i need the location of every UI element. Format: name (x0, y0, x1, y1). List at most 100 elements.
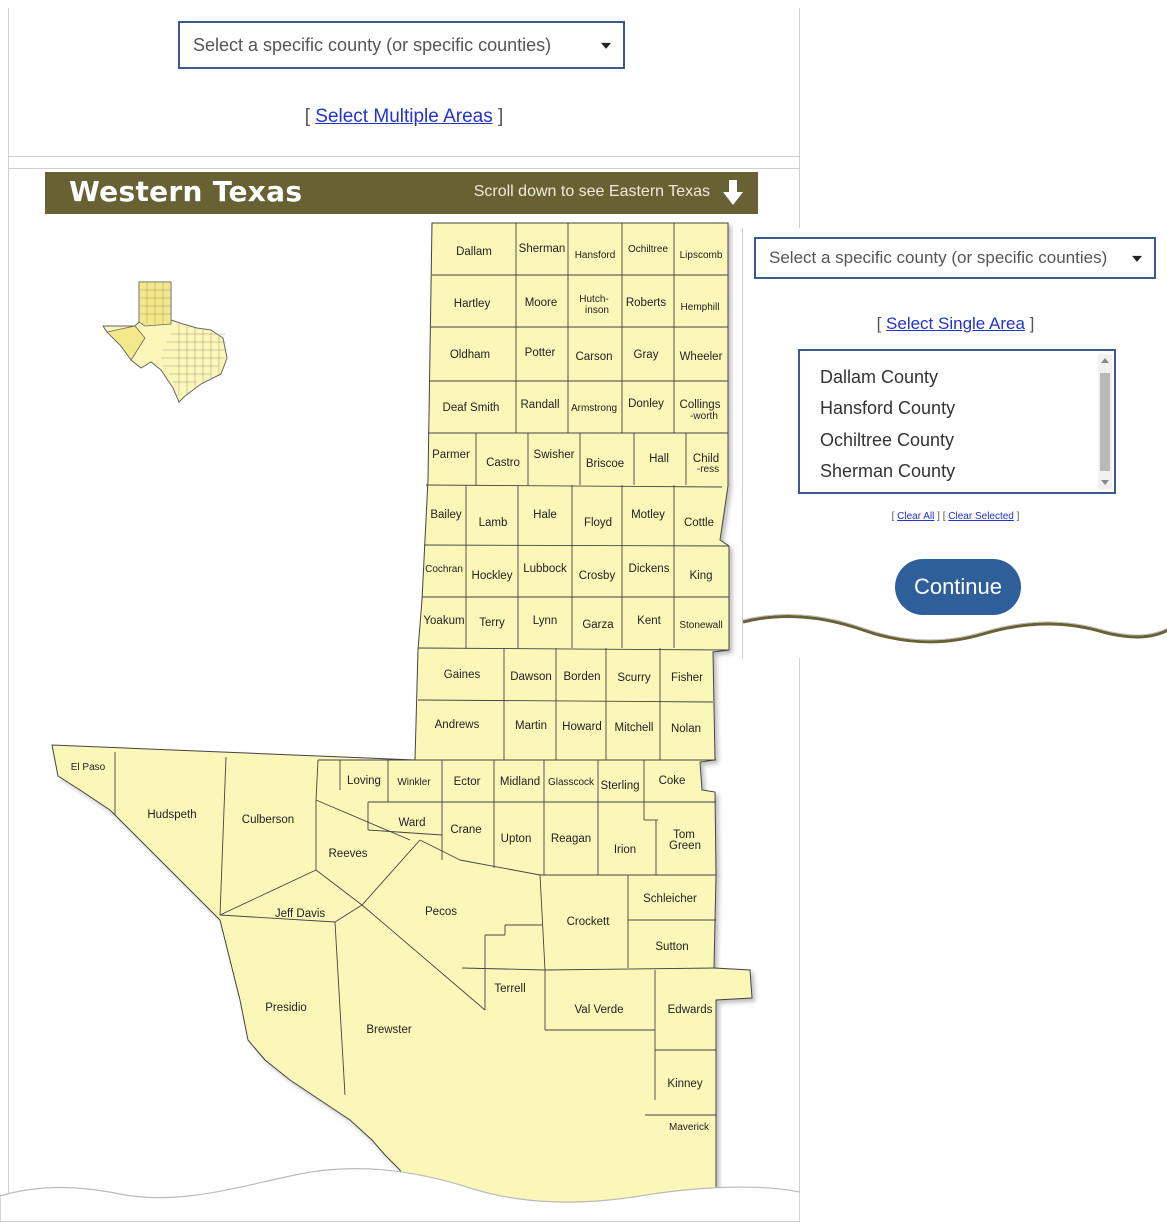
county-label[interactable]: Moore (525, 297, 558, 309)
county-label[interactable]: Motley (631, 509, 665, 521)
select-multiple-areas-link[interactable]: Select Multiple Areas (315, 106, 493, 127)
county-label[interactable]: Castro (486, 457, 520, 469)
county-label[interactable]: Howard (562, 721, 602, 733)
county-label[interactable]: Pecos (425, 906, 457, 918)
county-label[interactable]: Bailey (430, 509, 462, 521)
county-label[interactable]: Gray (634, 349, 659, 361)
county-label[interactable]: Martin (515, 720, 547, 732)
list-item[interactable]: Dallam County (820, 367, 939, 387)
county-label[interactable]: Borden (563, 671, 600, 683)
county-label[interactable]: Glasscock (548, 777, 595, 788)
county-label[interactable]: Fisher (671, 672, 703, 684)
county-label[interactable]: Culberson (242, 814, 294, 826)
county-label[interactable]: Hemphill (681, 302, 720, 313)
county-label[interactable]: Floyd (584, 517, 612, 529)
county-select[interactable]: Select a specific county (or specific co… (178, 21, 625, 69)
county-label[interactable]: Sutton (655, 941, 688, 953)
county-label[interactable]: Terrell (494, 983, 525, 995)
county-label[interactable]: Loving (347, 775, 381, 787)
county-label[interactable]: Parmer (432, 449, 470, 461)
county-label[interactable]: Lynn (533, 615, 558, 627)
county-label[interactable]: Scurry (617, 672, 650, 684)
county-label[interactable]: Hockley (472, 570, 513, 582)
county-label[interactable]: Sherman (519, 243, 566, 255)
county-label[interactable]: El Paso (71, 762, 106, 773)
county-label[interactable]: Edwards (668, 1004, 713, 1016)
county-label[interactable]: Dallam (456, 246, 492, 258)
scroll-up-icon[interactable] (1101, 357, 1109, 365)
list-item[interactable]: Hansford County (820, 398, 956, 418)
county-label[interactable]: Green (669, 840, 701, 852)
county-label[interactable]: Deaf Smith (443, 402, 500, 414)
county-label[interactable]: Randall (521, 399, 560, 411)
county-label[interactable]: -worth (690, 411, 718, 422)
county-select[interactable]: Select a specific county (or specific co… (754, 237, 1156, 279)
county-label[interactable]: Irion (614, 844, 636, 856)
county-label[interactable]: Collings (680, 399, 721, 411)
county-label[interactable]: Reagan (551, 833, 591, 845)
county-label[interactable]: Dawson (510, 671, 552, 683)
county-label[interactable]: Hudspeth (147, 809, 196, 821)
county-label[interactable]: Mitchell (615, 722, 654, 734)
scroll-thumb[interactable] (1100, 373, 1110, 471)
clear-selected-link[interactable]: Clear Selected (948, 511, 1014, 522)
county-label[interactable]: Nolan (671, 723, 701, 735)
county-label[interactable]: Hansford (575, 250, 616, 261)
county-label[interactable]: Hall (649, 453, 669, 465)
list-item[interactable]: Ochiltree County (820, 430, 955, 450)
county-label[interactable]: Val Verde (574, 1004, 623, 1016)
county-label[interactable]: Winkler (397, 777, 431, 788)
county-label[interactable]: Stonewall (679, 620, 722, 631)
county-label[interactable]: Gaines (444, 669, 481, 681)
county-label[interactable]: Crane (450, 824, 481, 836)
county-label[interactable]: Kent (637, 615, 661, 627)
county-label[interactable]: Schleicher (643, 893, 697, 905)
region-scroll-hint[interactable]: Scroll down to see Eastern Texas (473, 183, 710, 200)
county-label[interactable]: Yoakum (423, 615, 464, 627)
county-label[interactable]: Armstrong (571, 403, 617, 414)
county-label[interactable]: Hale (533, 509, 557, 521)
county-label[interactable]: Briscoe (586, 458, 624, 470)
county-label[interactable]: Garza (582, 619, 614, 631)
county-label[interactable]: Brewster (366, 1024, 412, 1036)
county-label[interactable]: Crockett (567, 916, 611, 928)
county-label[interactable]: Carson (575, 351, 612, 363)
county-label[interactable]: King (689, 570, 712, 582)
county-label[interactable]: Swisher (534, 449, 575, 461)
county-label[interactable]: Hartley (454, 298, 491, 310)
county-label[interactable]: Donley (628, 398, 664, 410)
county-label[interactable]: inson (585, 305, 609, 316)
county-label[interactable]: Ward (398, 817, 425, 829)
county-label[interactable]: Lamb (479, 517, 508, 529)
county-label[interactable]: Maverick (669, 1122, 710, 1133)
county-label[interactable]: Terry (479, 617, 505, 629)
county-label[interactable]: Hutch- (579, 294, 608, 305)
list-item[interactable]: Sherman County (820, 461, 956, 481)
county-label[interactable]: -ress (697, 464, 719, 475)
county-label[interactable]: Potter (525, 347, 556, 359)
county-label[interactable]: Cochran (425, 564, 463, 575)
clear-all-link[interactable]: Clear All (897, 511, 935, 522)
scroll-down-icon[interactable] (1101, 478, 1109, 486)
arrow-down-icon[interactable] (722, 180, 744, 206)
county-label[interactable]: Lipscomb (680, 250, 723, 261)
county-label[interactable]: Coke (659, 775, 686, 787)
county-label[interactable]: Tom (673, 829, 695, 841)
selected-counties-listbox[interactable]: Dallam County Hansford County Ochiltree … (798, 349, 1116, 494)
select-single-area-link[interactable]: Select Single Area (886, 314, 1025, 333)
continue-button[interactable]: Continue (895, 559, 1021, 615)
county-label[interactable]: Ector (454, 776, 481, 788)
county-label[interactable]: Roberts (626, 297, 667, 309)
county-label[interactable]: Lubbock (523, 563, 567, 575)
county-label[interactable]: Jeff Davis (275, 908, 326, 920)
county-label[interactable]: Andrews (435, 719, 480, 731)
county-label[interactable]: Presidio (265, 1002, 307, 1014)
county-label[interactable]: Wheeler (680, 351, 723, 363)
county-label[interactable]: Cottle (684, 517, 714, 529)
county-label[interactable]: Child (693, 453, 719, 465)
county-label[interactable]: Reeves (329, 848, 368, 860)
county-label[interactable]: Dickens (629, 563, 670, 575)
county-label[interactable]: Kinney (667, 1078, 702, 1090)
county-label[interactable]: Ochiltree (628, 244, 668, 255)
listbox-scrollbar[interactable] (1098, 354, 1112, 489)
